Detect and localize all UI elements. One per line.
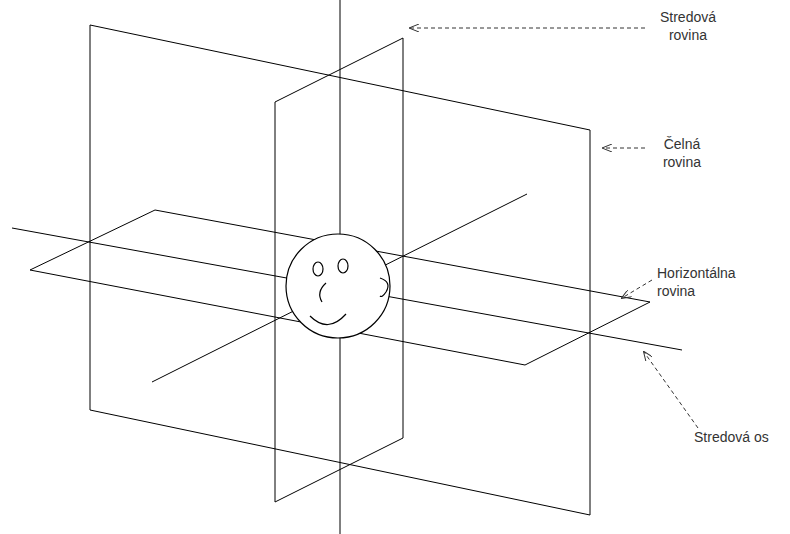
plane-label: Stredová rovina [650, 8, 726, 44]
plane-label: Horizontálna rovina [655, 264, 749, 300]
transverse-axis [12, 228, 682, 350]
leader-arrow [603, 148, 645, 149]
plane-label: Stredová os [692, 428, 786, 446]
sagittal-axis [152, 194, 527, 382]
median-plane [275, 38, 403, 502]
leader-arrow [410, 28, 645, 29]
plane-label: Čelná rovina [650, 135, 714, 171]
leader-arrow [622, 280, 652, 298]
leader-arrow [644, 352, 698, 428]
head [286, 234, 390, 338]
